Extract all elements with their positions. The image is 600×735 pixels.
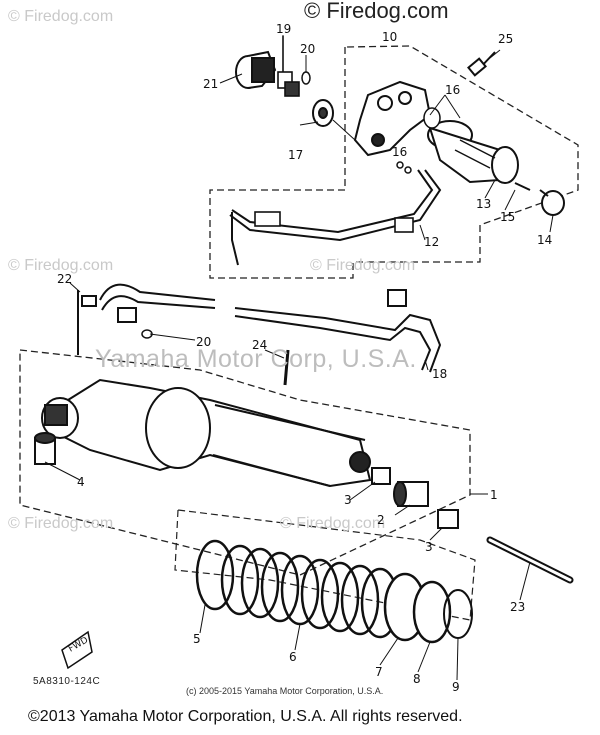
small-copyright: (c) 2005-2015 Yamaha Motor Corporation, …	[186, 686, 384, 696]
bolt-part-22	[77, 290, 97, 355]
label-25: 25	[498, 32, 514, 46]
label-10: 10	[382, 30, 398, 44]
bolt-part-25	[467, 51, 496, 77]
screw-part-15	[514, 182, 531, 191]
dashed-group-shock	[19, 349, 471, 576]
knob-part-21	[235, 50, 277, 89]
label-6: 6	[289, 650, 297, 664]
watermark-brand: © Firedog.com	[304, 0, 449, 23]
footer-copyright: ©2013 Yamaha Motor Corporation, U.S.A. A…	[28, 708, 463, 725]
part-number: 5A8310-124C	[33, 676, 101, 687]
label-18: 18	[432, 367, 448, 381]
label-20-top: 20	[300, 42, 316, 56]
label-21: 21	[203, 77, 219, 91]
label-17: 17	[288, 148, 304, 162]
label-24: 24	[252, 338, 268, 352]
reservoir-canister-13	[427, 120, 519, 184]
dashed-group-upper	[209, 45, 579, 279]
collar-part-3-b	[437, 509, 459, 529]
watermark-bottom-center: © Firedog.com	[280, 515, 386, 532]
label-1: 1	[490, 488, 498, 502]
hose-part-18	[99, 283, 442, 373]
watermark-yamaha: Yamaha Motor Corp, U.S.A.	[95, 345, 417, 373]
fwd-arrow-icon	[61, 630, 93, 670]
knob-part-14	[539, 189, 565, 216]
washer-part-17	[312, 99, 334, 127]
shock-body-part-1	[41, 378, 372, 488]
spacer-part-2	[393, 481, 429, 507]
label-9: 9	[452, 680, 460, 694]
label-3-a: 3	[344, 493, 352, 507]
oring-part-20-top	[301, 71, 311, 85]
reservoir-housing	[353, 80, 432, 157]
label-13: 13	[476, 197, 492, 211]
leader-lines	[44, 35, 554, 681]
label-14: 14	[537, 233, 553, 247]
bushing-part-4	[34, 432, 56, 465]
label-2: 2	[377, 513, 385, 527]
label-19: 19	[276, 22, 292, 36]
watermark-mid-center: © Firedog.com	[310, 257, 416, 274]
watermark-top-left: © Firedog.com	[8, 8, 114, 25]
label-7: 7	[375, 665, 383, 679]
watermark-bottom-left: © Firedog.com	[8, 515, 114, 532]
hose-part-12	[229, 169, 442, 266]
label-16-b: 16	[392, 145, 408, 159]
label-5: 5	[193, 632, 201, 646]
label-20-lower: 20	[196, 335, 212, 349]
label-8: 8	[413, 672, 421, 686]
label-4: 4	[77, 475, 85, 489]
watermark-mid-left: © Firedog.com	[8, 257, 114, 274]
label-15: 15	[500, 210, 516, 224]
label-23: 23	[510, 600, 526, 614]
pin-part-24	[283, 349, 290, 386]
seat-part-8	[412, 580, 452, 644]
collar-part-3-a	[371, 467, 391, 485]
label-16-a: 16	[445, 83, 461, 97]
valve-part-19	[277, 36, 300, 97]
part-16-small	[396, 107, 441, 174]
label-3-b: 3	[425, 540, 433, 554]
label-22: 22	[57, 272, 73, 286]
spring-part-6	[195, 539, 400, 639]
dashed-group-spring	[174, 509, 476, 621]
label-12: 12	[424, 235, 440, 249]
